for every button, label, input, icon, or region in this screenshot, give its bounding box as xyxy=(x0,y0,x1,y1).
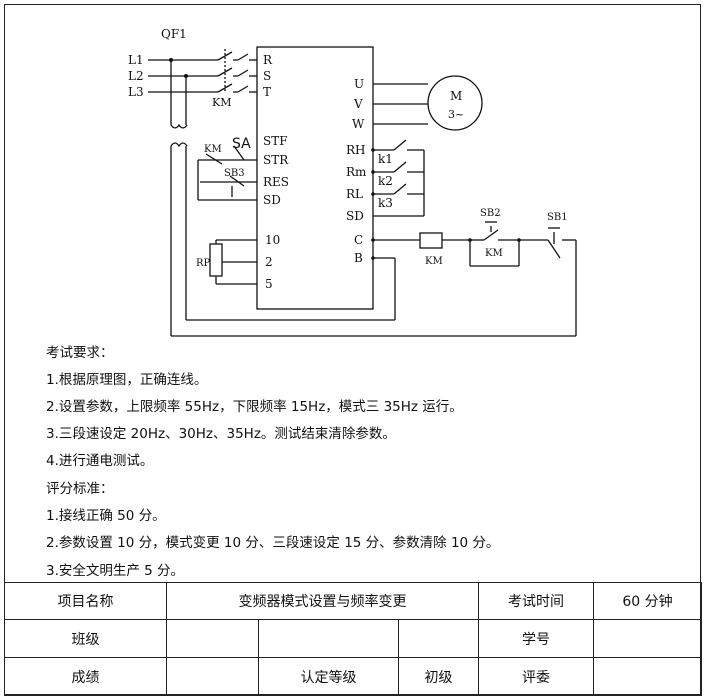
terminal-sd-right: SD xyxy=(346,209,364,223)
terminal-res: RES xyxy=(263,175,289,189)
line-l3-label: L3 xyxy=(128,85,144,99)
terminal-c: C xyxy=(354,233,363,247)
km-main-label: KM xyxy=(212,96,231,109)
score-value[interactable] xyxy=(166,657,259,696)
terminal-r: R xyxy=(263,53,273,67)
info-table: 项目名称 变频器模式设置与频率变更 考试时间 60 分钟 班级 学号 成绩 认定… xyxy=(4,582,703,696)
motor-label-3: 3~ xyxy=(448,108,464,121)
student-id-label: 学号 xyxy=(478,619,595,658)
scoring-heading: 评分标准： xyxy=(46,481,114,497)
terminal-10: 10 xyxy=(265,233,280,247)
class-value-cell-2[interactable] xyxy=(258,619,399,658)
terminal-str: STR xyxy=(263,153,289,167)
exam-time-label: 考试时间 xyxy=(478,582,595,620)
inverter-box xyxy=(256,46,374,310)
sa-label: SA xyxy=(232,136,251,152)
km-coil xyxy=(419,232,443,249)
km-hold-label: KM xyxy=(485,248,503,259)
class-value-cell-1[interactable] xyxy=(166,619,259,658)
student-id-value[interactable] xyxy=(593,619,703,658)
terminal-rh: RH xyxy=(346,143,366,157)
switch-k2-label: k2 xyxy=(378,174,393,188)
terminal-u: U xyxy=(354,77,364,91)
coil-label: KM xyxy=(425,256,443,267)
terminal-v: V xyxy=(353,97,363,111)
sb1-label: SB1 xyxy=(547,212,568,223)
line-l1-label: L1 xyxy=(128,53,144,67)
switch-k3-label: k3 xyxy=(378,196,393,210)
requirement-item: 1.根据原理图，正确连线。 xyxy=(46,372,208,388)
judge-value[interactable] xyxy=(593,657,703,696)
scoring-item: 2.参数设置 10 分，模式变更 10 分、三段速设定 15 分、参数清除 10… xyxy=(46,535,500,551)
terminal-s: S xyxy=(263,69,271,83)
line-l2-label: L2 xyxy=(128,69,144,83)
rp-resistor xyxy=(209,243,223,277)
project-name-value: 变频器模式设置与频率变更 xyxy=(165,582,480,620)
qf1-label: QF1 xyxy=(161,27,187,41)
terminal-5: 5 xyxy=(265,277,273,291)
exam-time-value: 60 分钟 xyxy=(593,582,703,620)
rp-label: RP xyxy=(196,258,211,269)
terminal-stf: STF xyxy=(263,134,288,148)
level-label: 认定等级 xyxy=(258,657,399,696)
level-value: 初级 xyxy=(397,657,480,696)
sb2-label: SB2 xyxy=(480,208,501,219)
requirements-heading: 考试要求： xyxy=(46,345,114,361)
terminal-w: W xyxy=(352,117,365,131)
switch-k1-label: k1 xyxy=(378,152,393,166)
km-aux-label: KM xyxy=(204,144,222,155)
circuit-diagram: QF1 L1 L2 L3 KM R S T STF STR RES SD 10 … xyxy=(128,27,577,337)
scoring-item: 1.接线正确 50 分。 xyxy=(46,508,166,524)
terminal-rl: RL xyxy=(346,187,363,201)
scoring-item: 3.安全文明生产 5 分。 xyxy=(46,563,185,579)
terminal-rm: Rm xyxy=(346,165,367,179)
terminal-2: 2 xyxy=(265,255,273,269)
motor-label-m: M xyxy=(450,89,462,103)
sb3-label: SB3 xyxy=(224,168,245,179)
requirement-item: 3.三段速设定 20Hz、30Hz、35Hz。测试结束清除参数。 xyxy=(46,426,396,442)
terminal-b: B xyxy=(354,251,363,265)
requirement-item: 2.设置参数，上限频率 55Hz，下限频率 15Hz，模式三 35Hz 运行。 xyxy=(46,399,463,415)
class-value-cell-3[interactable] xyxy=(397,619,480,658)
requirement-item: 4.进行通电测试。 xyxy=(46,453,154,469)
terminal-sd-left: SD xyxy=(263,193,281,207)
terminal-t: T xyxy=(263,85,271,99)
project-name-label: 项目名称 xyxy=(4,582,167,620)
motor-symbol xyxy=(427,75,483,131)
judge-label: 评委 xyxy=(478,657,595,696)
score-label: 成绩 xyxy=(4,657,167,696)
class-label: 班级 xyxy=(4,619,167,658)
